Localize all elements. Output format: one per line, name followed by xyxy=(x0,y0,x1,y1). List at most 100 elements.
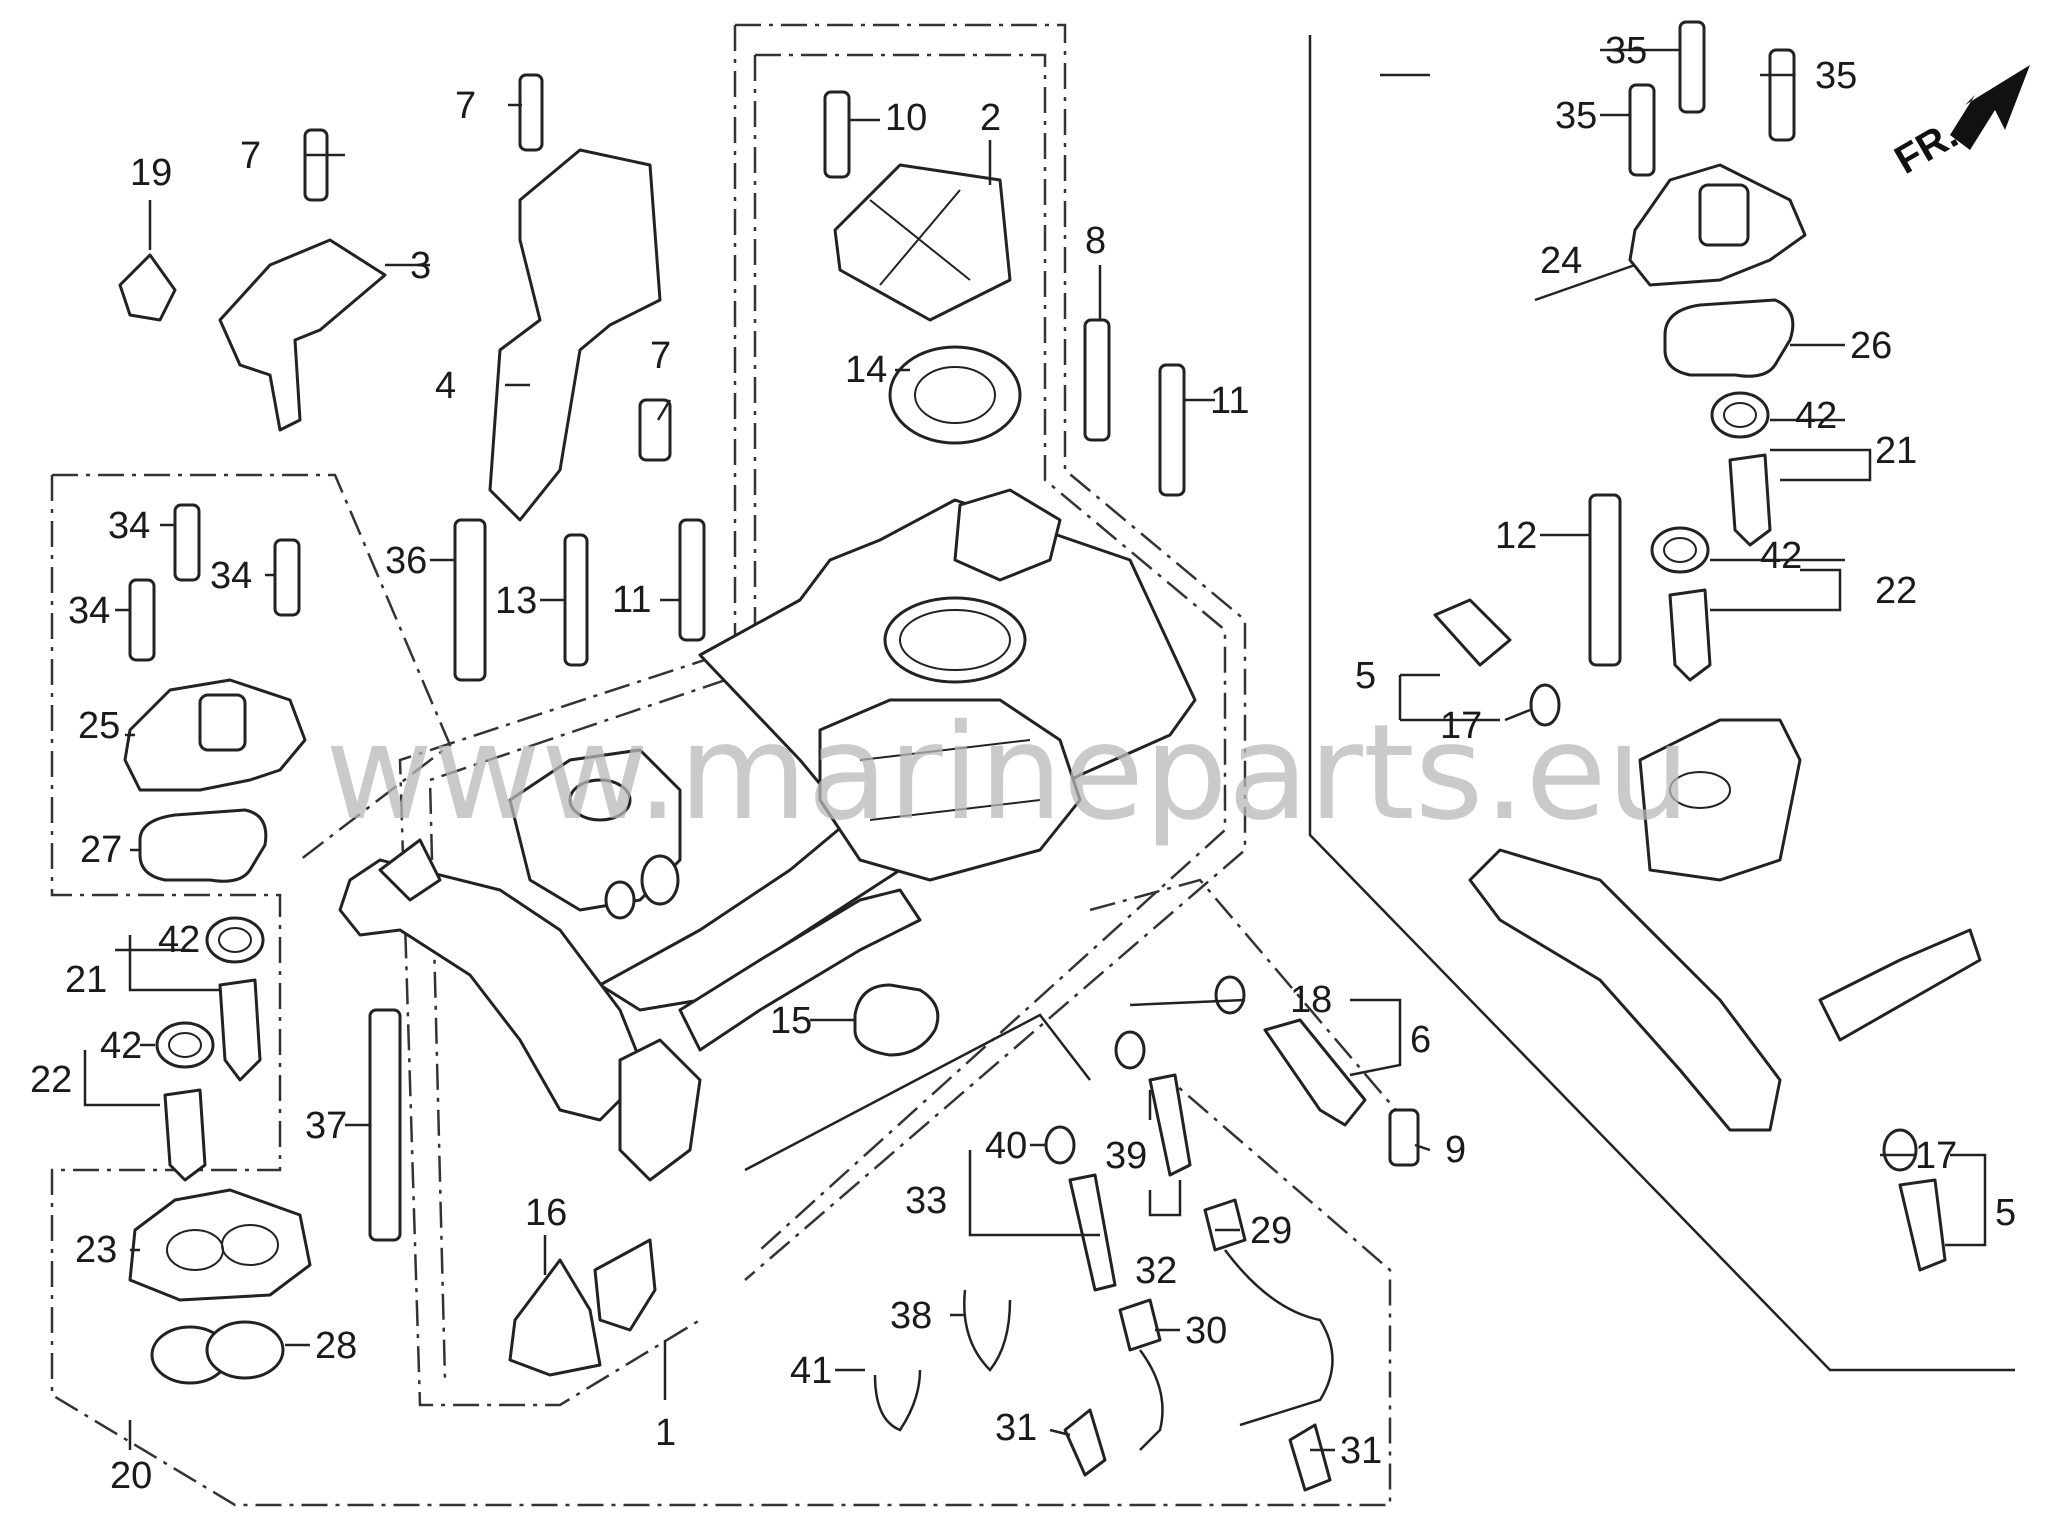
callout-28: 28 xyxy=(315,1325,357,1367)
callout-34b: 34 xyxy=(210,555,252,597)
callout-17b: 17 xyxy=(1915,1135,1957,1177)
callout-33: 33 xyxy=(905,1180,947,1222)
callout-30: 30 xyxy=(1185,1310,1227,1352)
sensor-6 xyxy=(1263,1018,1367,1127)
watermark-text: www.marineparts.eu xyxy=(325,696,1690,850)
callout-7b: 7 xyxy=(455,85,476,127)
callout-3: 3 xyxy=(410,245,431,287)
gasket-26 xyxy=(1663,298,1795,378)
bolt-35a xyxy=(1678,20,1706,114)
callout-5b: 5 xyxy=(1995,1192,2016,1234)
washer-42a xyxy=(205,916,265,964)
callout-24: 24 xyxy=(1540,240,1582,282)
bracket-4 xyxy=(488,148,662,522)
connector-30 xyxy=(1118,1298,1162,1352)
wire-30 xyxy=(1138,1349,1164,1451)
washer-42d xyxy=(1650,526,1710,574)
gasket-27 xyxy=(138,808,268,883)
group-boundaries xyxy=(50,23,2015,1507)
sensor-32 xyxy=(1148,1073,1192,1177)
valve-22-left xyxy=(163,1088,207,1182)
bolt-11a xyxy=(1158,363,1186,497)
callout-12: 12 xyxy=(1495,515,1537,557)
callout-31b: 31 xyxy=(1340,1430,1382,1472)
callout-15: 15 xyxy=(770,1000,812,1042)
callout-16: 16 xyxy=(525,1192,567,1234)
callout-37: 37 xyxy=(305,1105,347,1147)
frame-rail-main xyxy=(338,858,642,1122)
cover-and-seal xyxy=(833,163,1022,445)
clip-31a xyxy=(1063,1408,1107,1477)
callout-5a: 5 xyxy=(1355,655,1376,697)
boundary-sensor-area xyxy=(1089,878,1401,1116)
sensor-5-upper xyxy=(1433,598,1512,667)
callout-22a: 22 xyxy=(1875,570,1917,612)
callout-34c: 34 xyxy=(68,590,110,632)
valve-21-right xyxy=(1728,453,1772,547)
seal-14 xyxy=(888,345,1022,445)
bracket-3 xyxy=(218,238,387,432)
callout-labels: 1 2 3 4 5 5 6 7 7 7 8 9 10 11 11 12 13 1… xyxy=(30,30,2016,1497)
bolt-34b xyxy=(273,538,301,617)
callout-35a: 35 xyxy=(1605,30,1647,72)
bolt-13 xyxy=(563,533,589,667)
callout-41: 41 xyxy=(790,1350,832,1392)
boundary-center-inner xyxy=(755,53,1227,1251)
bolt-35b xyxy=(1768,48,1796,142)
upper-brackets xyxy=(118,148,662,522)
right-frame-rail xyxy=(1468,848,1782,1132)
gasket-15 xyxy=(853,983,940,1057)
boundary-hose-area xyxy=(744,1013,1091,1172)
callout-19: 19 xyxy=(130,152,172,194)
bolt-34a xyxy=(173,503,201,582)
bolt-11b xyxy=(678,518,706,642)
callout-35b: 35 xyxy=(1815,55,1857,97)
gasket-16b xyxy=(593,1238,657,1332)
bolt-7b xyxy=(518,73,544,152)
callout-13: 13 xyxy=(495,580,537,622)
sensors-wires xyxy=(508,975,1367,1492)
bolt-7a xyxy=(303,128,329,202)
right-frame-rail-2 xyxy=(1818,928,1982,1042)
frame-rail-right xyxy=(678,888,922,1052)
callout-20: 20 xyxy=(110,1455,152,1497)
callout-36: 36 xyxy=(385,540,427,582)
manifold-top-port xyxy=(883,596,1027,684)
washer-42b xyxy=(155,1021,215,1069)
wire-41 xyxy=(873,1369,922,1432)
callout-35c: 35 xyxy=(1555,95,1597,137)
callout-6: 6 xyxy=(1410,1019,1431,1061)
bolt-8 xyxy=(1083,318,1111,442)
connector-29 xyxy=(1203,1198,1247,1252)
wire-29 xyxy=(1224,1249,1334,1427)
callout-9: 9 xyxy=(1445,1129,1466,1171)
callout-21b: 21 xyxy=(65,959,107,1001)
callout-7a: 7 xyxy=(240,135,261,177)
callout-34a: 34 xyxy=(108,505,150,547)
callout-42b: 42 xyxy=(1760,535,1802,577)
leader-lines xyxy=(83,48,1987,1452)
washer-39 xyxy=(1114,1030,1146,1070)
callout-4: 4 xyxy=(435,365,456,407)
callout-7c: 7 xyxy=(650,335,671,377)
callout-26: 26 xyxy=(1850,325,1892,367)
boundary-left-side xyxy=(50,475,1392,1507)
callout-42d: 42 xyxy=(100,1025,142,1067)
arrow-up-right-icon xyxy=(1950,65,2030,150)
frame-bracket-left xyxy=(378,838,442,902)
callout-25: 25 xyxy=(78,705,120,747)
washer-42c xyxy=(1710,391,1770,439)
bolt-9 xyxy=(1388,1108,1420,1167)
callout-10: 10 xyxy=(885,97,927,139)
boundary-right-panel xyxy=(1308,35,2015,1372)
callout-11a: 11 xyxy=(1210,380,1249,422)
callout-23: 23 xyxy=(75,1229,117,1271)
callout-40: 40 xyxy=(985,1125,1027,1167)
frame-rail xyxy=(338,748,922,1182)
bolt-7c xyxy=(638,398,672,462)
clamp-19 xyxy=(118,253,177,322)
boundary-center-top xyxy=(735,23,1247,1281)
callout-32: 32 xyxy=(1135,1250,1177,1292)
callout-42a: 42 xyxy=(1795,395,1837,437)
